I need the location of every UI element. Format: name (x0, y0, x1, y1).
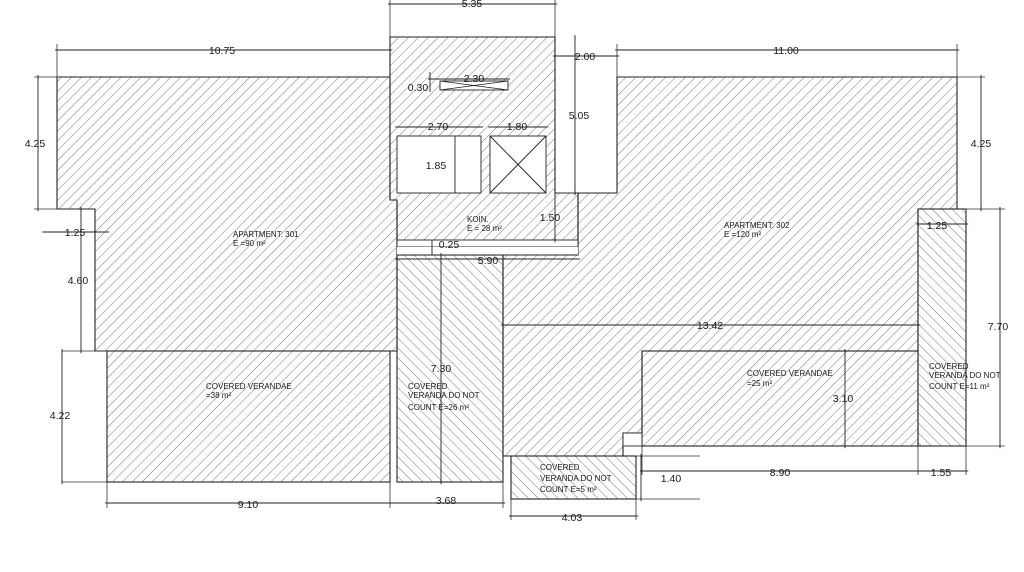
veranda-small-line2: VERANDA DO NOT (540, 474, 612, 483)
dim-right-apartment-width: 11.00 (773, 45, 799, 57)
dim-right-long-width: 13.42 (697, 320, 723, 332)
veranda-side-line3: COUNT E=11 m² (929, 382, 990, 391)
veranda-small-line3: COUNT E=5 m² (540, 485, 597, 494)
veranda-left-size: =38 m² (206, 391, 231, 400)
veranda-side-area (917, 208, 967, 447)
apartment-301-name: APARTMENT: 301 (233, 230, 299, 239)
dim-right-veranda-width: 8.90 (770, 467, 791, 479)
dim-central-veranda-depth: 7.30 (431, 363, 452, 375)
dim-small-veranda-width: 4.03 (562, 512, 583, 524)
shaft-a (396, 135, 482, 194)
dim-left-height-top: 4.25 (25, 138, 46, 150)
apartment-301-area (56, 76, 398, 352)
dim-right-veranda-depth: 3.10 (833, 393, 854, 405)
dim-left-apartment-width: 10.75 (209, 45, 235, 57)
veranda-side-line2: VERANDA DO NOT (929, 371, 1001, 380)
dim-right-offset: 1.25 (927, 220, 948, 232)
veranda-right-name: COVERED VERANDAE (747, 369, 833, 378)
veranda-center-area (396, 254, 504, 483)
dim-side-veranda-width: 1.55 (931, 467, 952, 479)
dim-stair-offset: 2.00 (575, 51, 596, 63)
dimension-lines (37, 3, 1001, 517)
dimension-labels: 5.35 10.75 2.00 11.00 2.30 0.30 2.70 1.8… (25, 0, 1009, 524)
dim-opening-width: 2.30 (464, 73, 485, 85)
dim-shaft-height: 1.85 (426, 160, 447, 172)
room-labels: APARTMENT: 301 E =90 m² APARTMENT: 302 E… (206, 215, 1001, 494)
veranda-center-line1: COVERED (408, 382, 448, 391)
veranda-center-line3: COUNT E=26 m² (408, 403, 469, 412)
dim-left-offset: 1.25 (65, 227, 86, 239)
veranda-left-area (106, 350, 391, 483)
veranda-small-line1: COVERED (540, 463, 580, 472)
veranda-small-area (510, 455, 637, 500)
dim-left-veranda-width: 9.10 (238, 499, 259, 511)
apartment-301-area-text: E =90 m² (233, 239, 266, 248)
dim-top-stair: 5.35 (462, 0, 483, 10)
core-details (396, 80, 643, 447)
dim-shaft-b-width: 1.80 (507, 121, 528, 133)
hatched-areas (56, 36, 967, 500)
dim-core-height: 5.05 (569, 110, 590, 122)
dim-common-width: 5.90 (478, 255, 499, 267)
dim-central-veranda-width: 3.68 (436, 495, 457, 507)
dim-right-height-top: 4.25 (971, 138, 992, 150)
veranda-left-name: COVERED VERANDAE (206, 382, 292, 391)
dim-wall-thickness: 0.25 (439, 239, 460, 251)
common-area-size: E = 28 m² (467, 224, 502, 233)
apartment-302-area-text: E =120 m² (724, 230, 761, 239)
apartment-302-name: APARTMENT: 302 (724, 221, 790, 230)
dim-common-depth: 1.50 (540, 212, 561, 224)
common-area-name: KOIN. (467, 215, 489, 224)
dim-small-veranda-depth: 1.40 (661, 473, 682, 485)
column-notch (622, 432, 643, 447)
dim-shaft-a-width: 2.70 (428, 121, 449, 133)
dim-left-veranda-height: 4.22 (50, 410, 71, 422)
dim-left-height-mid: 4.60 (68, 275, 89, 287)
veranda-side-line1: COVERED (929, 362, 969, 371)
veranda-right-area (641, 350, 919, 447)
corridor-floor (397, 247, 578, 255)
veranda-right-size: =25 m² (747, 379, 772, 388)
dim-opening-depth: 0.30 (408, 82, 429, 94)
veranda-center-line2: VERANDA DO NOT (408, 391, 480, 400)
dim-right-height-mid: 7.70 (988, 321, 1009, 333)
corridor-wall (396, 239, 579, 248)
